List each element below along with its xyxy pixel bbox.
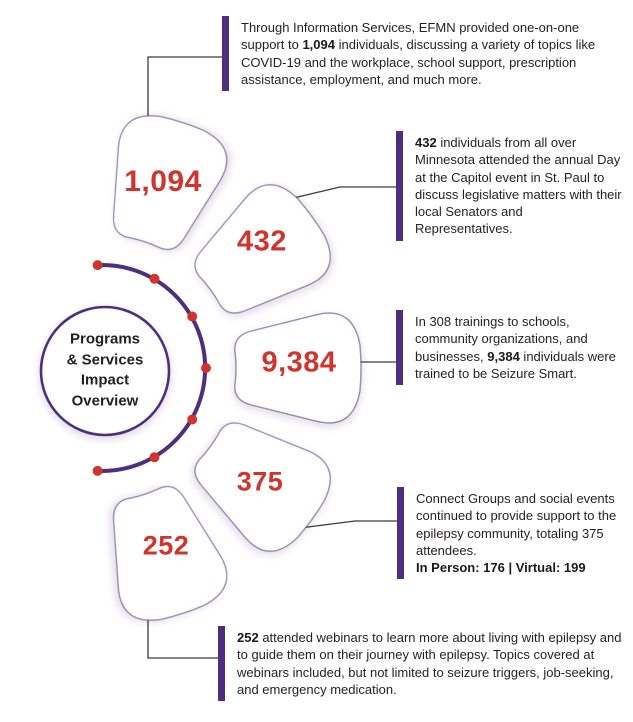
center-title-line: Programs [69,330,141,348]
petals [112,115,362,621]
arc-dot [187,311,198,322]
callout-webinars: 252 attended webinars to learn more abou… [218,626,622,702]
arc-dots [92,260,211,476]
arc-dot [187,414,198,425]
stat-lower-right: 375 [236,466,284,497]
center-title-line: Impact [80,372,130,389]
connector-upper-right [284,186,396,201]
center-title-line: & Services [66,351,144,369]
callout-text: individuals, discussing a variety of top… [241,37,596,87]
center-circle [39,305,171,437]
callout-text: In 308 trainings to schools, community o… [415,314,588,364]
stat-top: 1,094 [124,165,202,198]
callout-footer: In Person: 176 | Virtual: 199 [416,560,586,576]
callout-connect-groups: Connect Groups and social events continu… [397,487,624,580]
callout-text: Connect Groups and social events continu… [416,491,617,558]
center-title: Programs & Services Impact Overview [40,330,170,413]
arc-dot [149,452,160,463]
callout-day-at-capitol: 432 individuals from all over Minnesota … [396,131,623,241]
stat-right: 9,384 [261,346,337,379]
petal-right [234,312,362,424]
arc-dot [92,465,103,476]
callout-information-services: Through Information Services, EFMN provi… [222,16,613,92]
callout-bold: 1,094 [302,37,335,53]
connector-bottom [147,612,219,659]
petal-bottom [112,485,228,621]
callout-bold: 432 [415,135,437,150]
arc-dot [149,273,160,284]
callout-text: individuals from all over Minnesota atte… [415,135,622,237]
callout-text: Through Information Services, EFMN provi… [241,20,580,53]
arc-dot [201,363,211,373]
callout-bold: 252 [237,630,259,645]
connector-top [147,56,223,120]
callout-bold: 9,384 [487,348,520,364]
petal-top [112,115,228,251]
petal-upper-right [194,184,331,314]
callout-trainings: In 308 trainings to schools, community o… [396,310,623,386]
center-title-line: Overview [71,392,139,410]
arc-dot [92,260,103,271]
stat-bottom: 252 [142,530,190,561]
stat-upper-right: 432 [237,225,287,258]
connector-lower-right [299,520,398,529]
callout-text: individuals were trained to be Seizure S… [415,348,616,381]
petal-lower-right [194,422,331,552]
callout-text: attended webinars to learn more about li… [237,630,622,697]
